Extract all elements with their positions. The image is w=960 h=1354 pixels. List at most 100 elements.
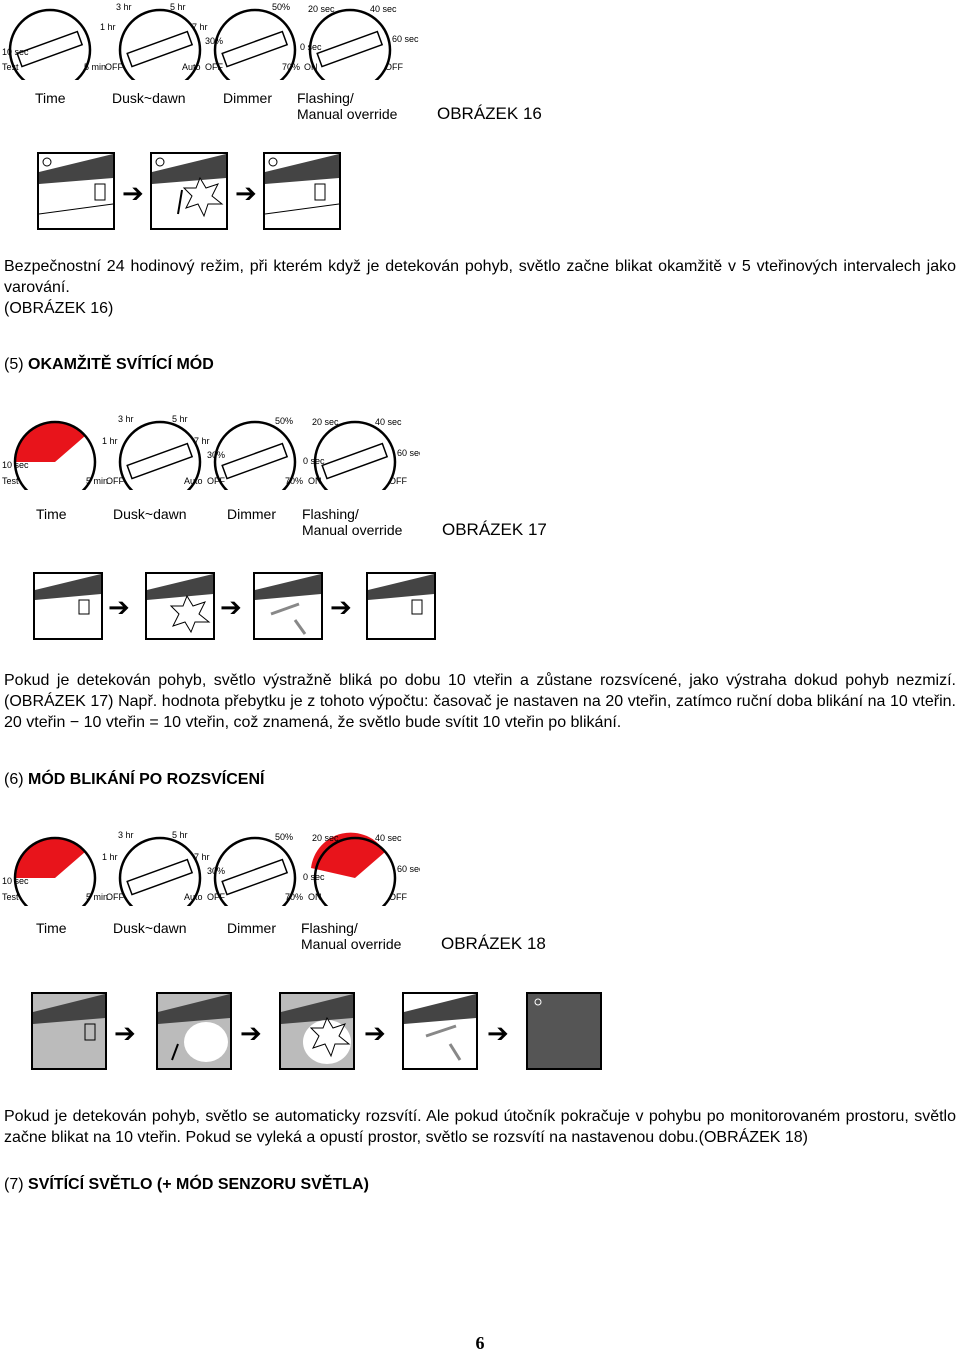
caption-flashing: Flashing/ [302, 506, 359, 522]
caption-dimmer: Dimmer [223, 90, 272, 106]
label: OFF [205, 62, 223, 72]
label: 5 hr [172, 830, 188, 840]
label: OFF [106, 892, 124, 902]
label: OFF [389, 892, 407, 902]
dial-dimmer [213, 420, 297, 490]
dial-dimmer [213, 8, 297, 80]
label: 3 hr [116, 2, 132, 12]
dial-time [13, 836, 97, 906]
arrow-icon: ➔ [220, 592, 242, 622]
label: 70% [285, 476, 303, 486]
label: Auto [184, 892, 203, 902]
label: 7 hr [194, 436, 210, 446]
dial-flashing [311, 832, 397, 906]
label: 3 hr [118, 414, 134, 424]
label: OFF [207, 476, 225, 486]
scene-flashing [253, 572, 323, 640]
arrow-icon: ➔ [364, 1018, 386, 1048]
label: 30% [207, 450, 225, 460]
dial-dusk [118, 8, 202, 80]
paragraph-fig17: Pokud je detekován pohyb, světlo výstraž… [4, 672, 956, 731]
label: ON [308, 476, 322, 486]
section-heading-6: (6) MÓD BLIKÁNÍ PO ROZSVÍCENÍ [4, 771, 265, 788]
label: 40 sec [375, 417, 402, 427]
section-heading-7: (7) SVÍTÍCÍ SVĚTLO (+ MÓD SENZORU SVĚTLA… [4, 1176, 369, 1193]
page-number: 6 [475, 1333, 485, 1353]
label: ON [308, 892, 322, 902]
label: 20 sec [312, 417, 339, 427]
label: 5 hr [172, 414, 188, 424]
caption-flashing: Flashing/ [301, 920, 358, 936]
caption-dimmer: Dimmer [227, 920, 276, 936]
arrow-icon: ➔ [487, 1018, 509, 1048]
dial-dusk [118, 836, 202, 906]
label: 5 min [84, 62, 106, 72]
label: Test [2, 892, 19, 902]
paragraph-fig16-ref: (OBRÁZEK 16) [4, 300, 114, 317]
scene-house [366, 572, 436, 640]
caption-dusk: Dusk~dawn [112, 90, 186, 106]
label: 7 hr [192, 22, 208, 32]
dial-time [8, 8, 92, 80]
label: 50% [272, 2, 290, 12]
scene-flashing [402, 992, 478, 1070]
label: 10 sec [2, 460, 29, 470]
arrow-icon: ➔ [330, 592, 352, 622]
paragraph-fig18: Pokud je detekován pohyb, světlo se auto… [4, 1108, 956, 1146]
label: OFF [105, 62, 123, 72]
label: 40 sec [375, 833, 402, 843]
arrow-icon: ➔ [122, 178, 144, 208]
label: 5 min [86, 476, 108, 486]
label: 50% [275, 832, 293, 842]
caption-dimmer: Dimmer [227, 506, 276, 522]
label: 1 hr [102, 436, 118, 446]
label: OFF [207, 892, 225, 902]
label: 0 sec [303, 456, 325, 466]
dial-flashing [313, 420, 397, 490]
dial-dusk [118, 420, 202, 490]
caption-dusk: Dusk~dawn [113, 920, 187, 936]
label: 1 hr [102, 852, 118, 862]
figure-label-17: OBRÁZEK 17 [442, 520, 547, 539]
caption-manual-override: Manual override [297, 106, 398, 122]
label: 10 sec [2, 876, 29, 886]
dial-row-3: 10 sec Test 1 hr 3 hr 5 min 5 hr 7 hr OF… [2, 830, 420, 906]
label: 50% [275, 416, 293, 426]
section-heading-5: (5) OKAMŽITĚ SVÍTÍCÍ MÓD [4, 356, 214, 373]
scene-intruder [279, 992, 355, 1070]
label: 3 hr [118, 830, 134, 840]
scene-house [33, 572, 103, 640]
figure-label-18: OBRÁZEK 18 [441, 934, 546, 953]
scene-dark [526, 992, 602, 1070]
label: 60 sec [397, 448, 420, 458]
label: 0 sec [300, 42, 322, 52]
caption-time: Time [36, 920, 67, 936]
label: 5 min [86, 892, 108, 902]
scene-house [37, 152, 115, 230]
paragraph-fig16: Bezpečnostní 24 hodinový režim, při kter… [4, 258, 956, 296]
label: 7 hr [194, 852, 210, 862]
label: OFF [385, 62, 403, 72]
caption-time: Time [35, 90, 66, 106]
label: OFF [106, 476, 124, 486]
label: Auto [184, 476, 203, 486]
arrow-icon: ➔ [108, 592, 130, 622]
label: 20 sec [312, 833, 339, 843]
label: ON [304, 62, 318, 72]
scene-intruder [150, 152, 228, 230]
label: Test [2, 476, 19, 486]
caption-dusk: Dusk~dawn [113, 506, 187, 522]
label: 40 sec [370, 4, 397, 14]
arrow-icon: ➔ [235, 178, 257, 208]
arrow-icon: ➔ [240, 1018, 262, 1048]
label: 60 sec [392, 34, 419, 44]
label: 0 sec [303, 872, 325, 882]
dial-flashing [308, 8, 392, 80]
dial-time [13, 420, 97, 490]
scene-house [263, 152, 341, 230]
label: 5 hr [170, 2, 186, 12]
figure-label-16: OBRÁZEK 16 [437, 104, 542, 123]
caption-manual-override: Manual override [302, 522, 403, 538]
scene-house-dark [31, 992, 107, 1070]
label: 30% [207, 866, 225, 876]
